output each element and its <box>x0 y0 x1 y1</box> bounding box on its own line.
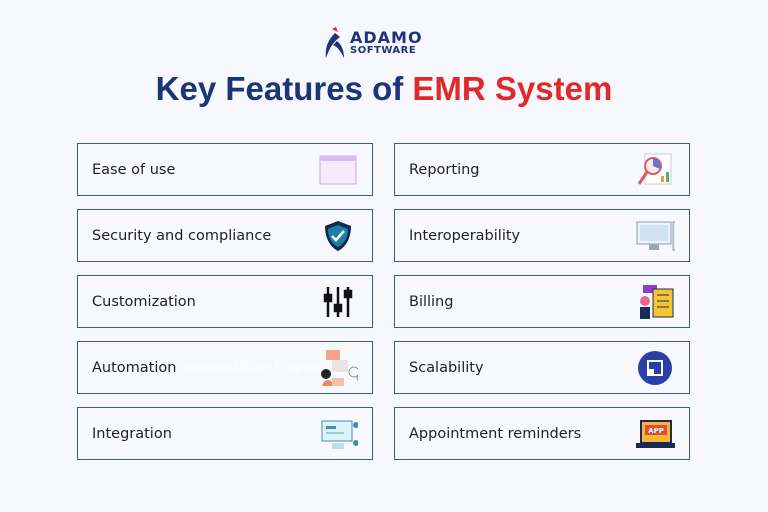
logo-line2: SOFTWARE <box>350 45 417 56</box>
feature-label: Customization <box>92 293 196 310</box>
feature-label: Reporting <box>409 161 480 178</box>
adamo-logo-icon <box>325 27 344 58</box>
feature-automation: Automation <box>77 341 373 394</box>
feature-billing: Billing <box>394 275 690 328</box>
feature-reporting: Reporting <box>394 143 690 196</box>
feature-scalability: Scalability <box>394 341 690 394</box>
feature-label: Security and compliance <box>92 227 272 244</box>
integration-illustration-icon <box>318 416 358 452</box>
shield-check-icon <box>318 218 358 254</box>
browser-window-icon <box>318 152 358 188</box>
scalability-icon <box>635 350 675 386</box>
app-laptop-icon: APP <box>635 416 675 452</box>
feature-security: Security and compliance <box>77 209 373 262</box>
app-icon-text: APP <box>648 427 664 435</box>
page-title: Key Features of EMR System <box>0 70 768 108</box>
feature-label: Automation <box>92 359 177 376</box>
automation-illustration-icon <box>318 349 358 386</box>
logo: ADAMO SOFTWARE <box>324 26 423 60</box>
feature-interoperability: Interoperability <box>394 209 690 262</box>
logo-line1: ADAMO <box>350 28 423 47</box>
feature-ease-of-use: Ease of use <box>77 143 373 196</box>
feature-integration: Integration <box>77 407 373 460</box>
feature-customization: Customization <box>77 275 373 328</box>
feature-label: Scalability <box>409 359 484 376</box>
feature-label: Ease of use <box>92 161 176 178</box>
computer-icon <box>635 218 675 254</box>
feature-label: Appointment reminders <box>409 425 582 442</box>
faint-overlay-text: ommendation Engine <box>180 360 320 375</box>
report-magnifier-icon <box>635 152 675 188</box>
feature-label: Integration <box>92 425 172 442</box>
feature-appointment-reminders: Appointment reminders APP <box>394 407 690 460</box>
title-highlight: EMR System <box>412 70 613 107</box>
sliders-icon <box>318 284 358 320</box>
feature-label: Interoperability <box>409 227 521 244</box>
title-main: Key Features of <box>155 70 413 107</box>
feature-label: Billing <box>409 293 454 310</box>
billing-illustration-icon <box>635 284 675 320</box>
